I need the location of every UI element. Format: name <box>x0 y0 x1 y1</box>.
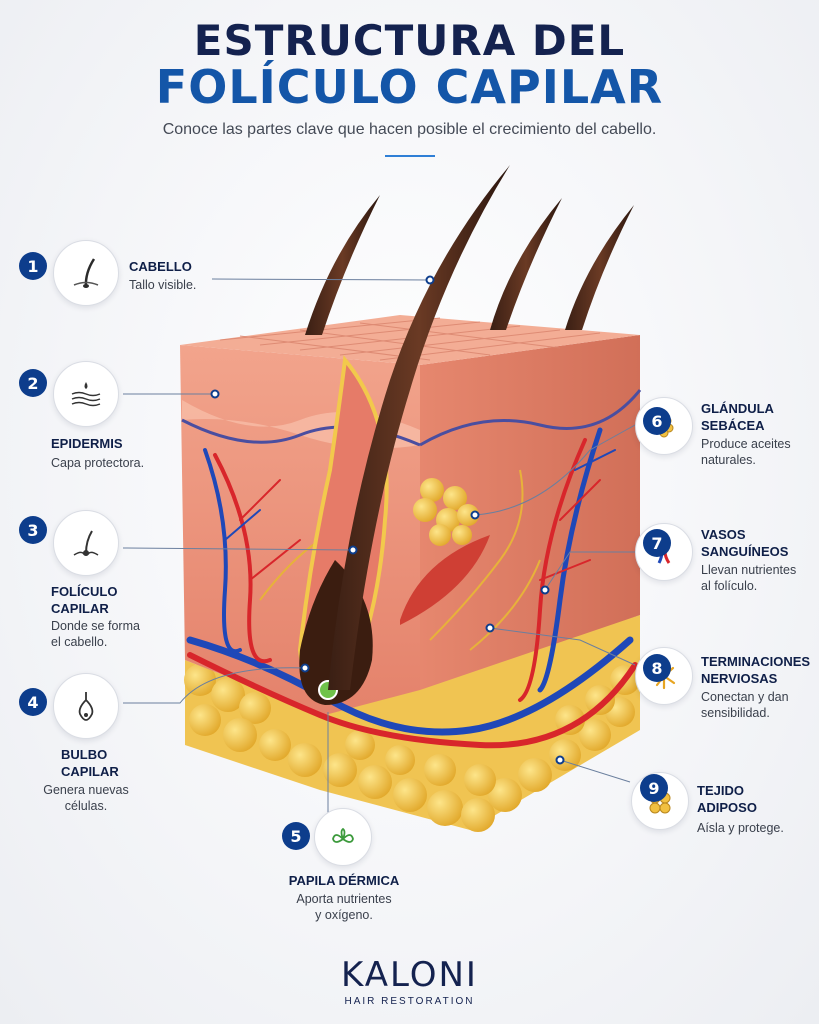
badge-8: 8 <box>643 654 671 682</box>
title-divider <box>385 155 435 157</box>
badge-4: 4 <box>19 688 47 716</box>
part-desc-papila: Aporta nutrientes y oxígeno. <box>296 892 392 922</box>
badge-1: 1 <box>19 252 47 280</box>
part-title-foliculo: FOLÍCULO CAPILAR <box>51 584 118 616</box>
arrector-muscle <box>400 535 490 625</box>
badge-2: 2 <box>19 369 47 397</box>
page-title-line1: ESTRUCTURA DEL <box>193 16 626 65</box>
part-title-tejido: TEJIDO ADIPOSO <box>697 783 757 815</box>
brand-logo: KALONI <box>341 955 478 995</box>
part-desc-tejido: Aísla y protege. <box>697 821 784 835</box>
part-desc-vasos: Llevan nutrientes al folículo. <box>701 563 797 593</box>
part-title-papila: PAPILA DÉRMICA <box>288 873 400 888</box>
page-title-line2: FOLÍCULO CAPILAR <box>155 60 664 114</box>
part-desc-glandula: Produce aceites naturales. <box>701 437 791 467</box>
part-desc-foliculo: Donde se forma el cabello. <box>51 619 140 649</box>
part-title-terminaciones: TERMINACIONES NERVIOSAS <box>701 654 811 686</box>
part-desc-bulbo: Genera nuevas células. <box>43 783 129 813</box>
badge-5: 5 <box>282 822 310 850</box>
part-desc-terminaciones: Conectan y dan sensibilidad. <box>701 690 789 720</box>
part-title-vasos: VASOS SANGUÍNEOS <box>701 527 789 559</box>
bulb-icon <box>53 673 119 739</box>
badge-3: 3 <box>19 516 47 544</box>
hair-shaft-icon <box>53 240 119 306</box>
sebaceous-gland <box>413 478 479 546</box>
follicle-icon <box>53 510 119 576</box>
part-title-epidermis: EPIDERMIS <box>51 436 123 451</box>
main-hair-shaft <box>328 165 510 690</box>
papilla-icon <box>314 808 372 866</box>
badge-6: 6 <box>643 407 671 435</box>
page-subtitle: Conoce las partes clave que hacen posibl… <box>162 121 657 138</box>
part-title-cabello: CABELLO <box>129 259 192 274</box>
badge-7: 7 <box>643 529 671 557</box>
part-title-glandula: GLÁNDULA SEBÁCEA <box>701 401 774 433</box>
brand-tagline: HAIR RESTORATION <box>344 996 475 1007</box>
part-title-bulbo: BULBO CAPILAR <box>61 747 119 779</box>
part-desc-cabello: Tallo visible. <box>129 278 197 292</box>
skin-layers-icon <box>53 361 119 427</box>
badge-9: 9 <box>640 774 668 802</box>
part-desc-epidermis: Capa protectora. <box>51 456 145 470</box>
